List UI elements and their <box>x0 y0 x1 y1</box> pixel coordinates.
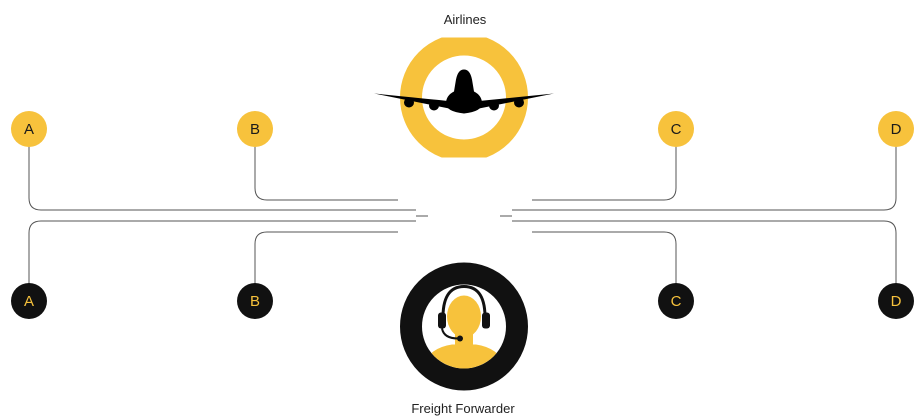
connector-top-a <box>28 130 416 211</box>
connector-top-b <box>254 130 398 201</box>
connector-bottom-b <box>254 231 398 300</box>
top-badge-b: B <box>237 111 273 147</box>
airlines-label: Airlines <box>443 12 487 27</box>
headset-agent-icon <box>400 262 528 391</box>
bottom-badge-d: D <box>878 283 914 319</box>
connector-top-c <box>532 130 677 201</box>
connector-top-d <box>512 130 897 211</box>
airplane-icon <box>374 33 554 162</box>
connector-bottom-c <box>532 231 677 300</box>
top-badge-c: C <box>658 111 694 147</box>
top-badge-d: D <box>878 111 914 147</box>
freight-forwarder-label: Freight Forwarder <box>411 401 515 416</box>
connector-bottom-d <box>512 220 897 300</box>
airlines-node <box>369 33 559 163</box>
freight-forwarder-node <box>399 262 529 397</box>
bottom-badge-c: C <box>658 283 694 319</box>
top-badge-a: A <box>11 111 47 147</box>
bottom-badge-a: A <box>11 283 47 319</box>
bottom-badge-b: B <box>237 283 273 319</box>
connector-bottom-a <box>28 220 416 300</box>
